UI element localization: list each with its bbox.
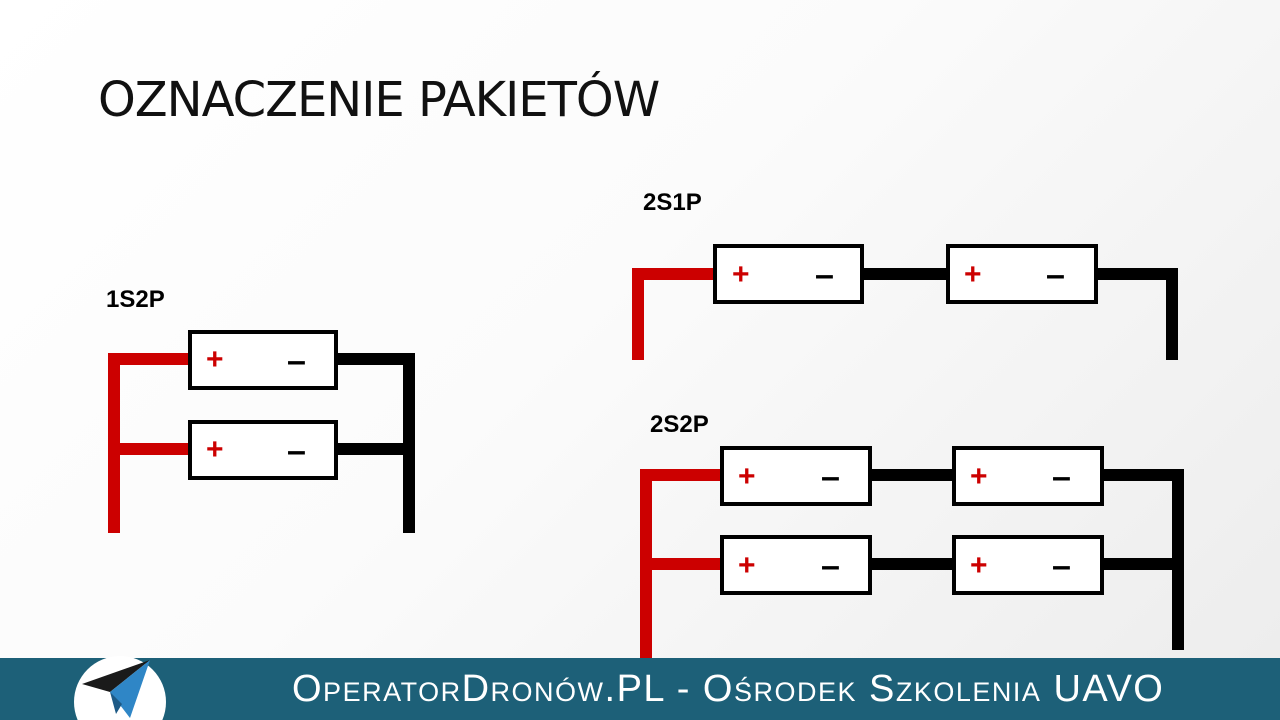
series-link-2s2p (870, 469, 954, 570)
battery-cell: + – (720, 446, 872, 506)
negative-wire-2s1p (1096, 268, 1178, 360)
config-2s1p: 2S1P + – + – (632, 189, 1178, 360)
negative-terminal: – (815, 256, 834, 294)
slide-title: OZNACZENIE PAKIETÓW (98, 72, 660, 128)
negative-wire-2s2p (1102, 469, 1184, 650)
battery-cell: + – (952, 446, 1104, 506)
positive-terminal: + (206, 343, 224, 376)
battery-diagram: 1S2P + – + – 2S1P (106, 189, 1184, 660)
config-label-2s1p: 2S1P (643, 189, 702, 216)
footer-text: OperatorDronów.PL - Ośrodek Szkolenia UA… (292, 668, 1165, 710)
negative-terminal: – (1046, 256, 1065, 294)
negative-wire-1s2p (336, 353, 415, 533)
footer-bar: OperatorDronów.PL - Ośrodek Szkolenia UA… (0, 658, 1280, 720)
config-label-1s2p: 1S2P (106, 286, 165, 313)
config-1s2p: 1S2P + – + – (106, 286, 415, 533)
negative-terminal: – (287, 432, 306, 470)
negative-terminal: – (1052, 458, 1071, 496)
config-label-2s2p: 2S2P (650, 411, 709, 438)
positive-terminal: + (738, 460, 756, 493)
positive-terminal: + (206, 433, 224, 466)
battery-cell: + – (952, 535, 1104, 595)
config-2s2p: 2S2P + – + – + – (640, 411, 1184, 660)
battery-cell: + – (946, 244, 1098, 304)
battery-cell: + – (720, 535, 872, 595)
positive-wire-2s1p (632, 268, 715, 360)
positive-terminal: + (738, 549, 756, 582)
positive-terminal: + (970, 549, 988, 582)
battery-cell: + – (188, 420, 338, 480)
positive-wire-2s2p (640, 469, 722, 660)
negative-terminal: – (821, 458, 840, 496)
positive-terminal: + (732, 258, 750, 291)
negative-terminal: – (821, 547, 840, 585)
battery-cell: + – (713, 244, 864, 304)
paper-plane-icon (74, 656, 166, 720)
negative-terminal: – (1052, 547, 1071, 585)
negative-terminal: – (287, 342, 306, 380)
positive-wire-1s2p (108, 353, 190, 533)
battery-cell: + – (188, 330, 338, 390)
positive-terminal: + (964, 258, 982, 291)
series-link-2s1p (862, 268, 948, 280)
positive-terminal: + (970, 460, 988, 493)
